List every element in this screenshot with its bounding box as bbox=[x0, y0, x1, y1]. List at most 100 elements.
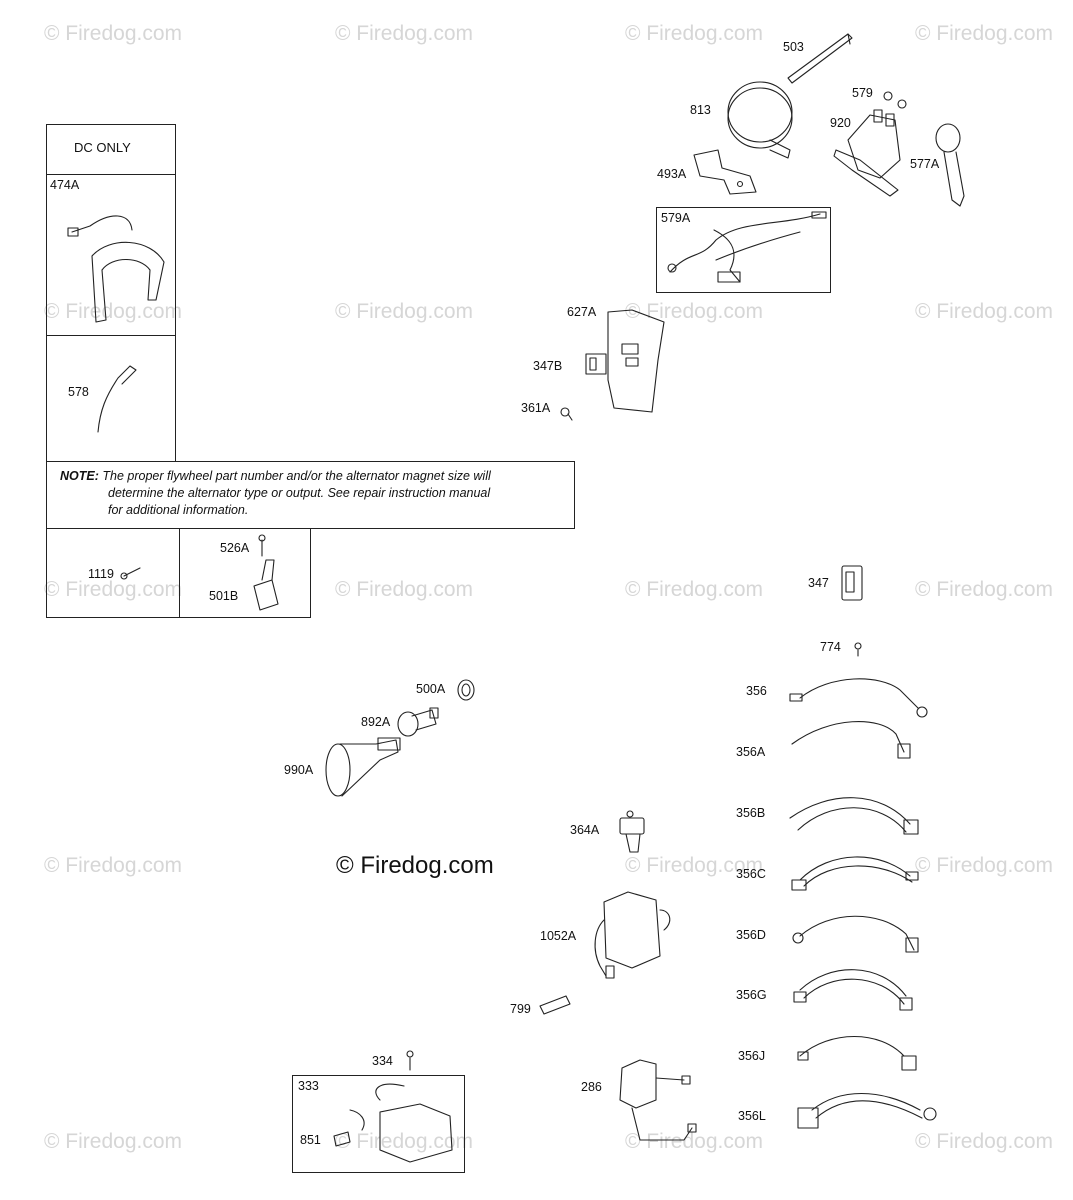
part-label-334: 334 bbox=[372, 1054, 393, 1068]
watermark: © Firedog.com bbox=[335, 578, 474, 601]
part-label-347: 347 bbox=[808, 576, 829, 590]
cable-356c bbox=[791, 856, 919, 891]
part-label-356c: 356C bbox=[736, 867, 766, 881]
watermark: © Firedog.com bbox=[625, 578, 764, 601]
cable-356j bbox=[797, 1035, 917, 1071]
relay-286 bbox=[619, 1059, 697, 1141]
cable-356l bbox=[797, 1092, 937, 1129]
part-label-526a: 526A bbox=[220, 541, 250, 555]
watermark: © Firedog.com bbox=[44, 854, 183, 877]
part-label-892a: 892A bbox=[361, 715, 391, 729]
note-line-2: determine the alternator type or output.… bbox=[108, 486, 491, 500]
watermark: © Firedog.com bbox=[625, 22, 764, 45]
part-label-500a: 500A bbox=[416, 682, 446, 696]
watermark: © Firedog.com bbox=[335, 1130, 474, 1153]
panel-501b bbox=[179, 528, 311, 618]
part-label-356j: 356J bbox=[738, 1049, 766, 1063]
part-label-799: 799 bbox=[510, 1002, 531, 1016]
note-prefix: NOTE: bbox=[60, 469, 99, 483]
screw-334 bbox=[406, 1050, 414, 1071]
part-label-851: 851 bbox=[300, 1133, 321, 1147]
lead-578 bbox=[97, 365, 137, 433]
part-label-356d: 356D bbox=[736, 928, 766, 942]
part-label-356: 356 bbox=[746, 684, 767, 698]
part-label-501b: 501B bbox=[209, 589, 239, 603]
watermark: © Firedog.com bbox=[335, 300, 474, 323]
part-label-579: 579 bbox=[852, 86, 873, 100]
part-label-356g: 356G bbox=[736, 988, 767, 1002]
nut-579 bbox=[883, 91, 907, 109]
solenoid-920 bbox=[833, 109, 901, 197]
part-label-813: 813 bbox=[690, 103, 711, 117]
cable-356a bbox=[791, 721, 911, 759]
bracket-627a bbox=[607, 309, 665, 413]
coil-333-panel bbox=[292, 1075, 465, 1173]
bracket-493a bbox=[693, 149, 757, 195]
part-label-286: 286 bbox=[581, 1080, 602, 1094]
spring-851 bbox=[333, 1131, 351, 1147]
stator-474a bbox=[67, 215, 165, 323]
part-label-361a: 361A bbox=[521, 401, 551, 415]
watermark: © Firedog.com bbox=[44, 1130, 183, 1153]
watermark-center: © Firedog.com bbox=[336, 852, 494, 879]
solenoid-1052a bbox=[594, 891, 671, 979]
watermark: © Firedog.com bbox=[915, 1130, 1054, 1153]
washer-500a bbox=[457, 679, 475, 701]
note-text: NOTE: The proper flywheel part number an… bbox=[60, 468, 572, 519]
watermark: © Firedog.com bbox=[915, 578, 1054, 601]
boot-577a bbox=[935, 123, 965, 207]
part-label-990a: 990A bbox=[284, 763, 314, 777]
switch-347 bbox=[841, 565, 863, 601]
dc-only-title: DC ONLY bbox=[74, 140, 131, 155]
watermark: © Firedog.com bbox=[915, 22, 1054, 45]
part-label-493a: 493A bbox=[657, 167, 687, 181]
part-label-774: 774 bbox=[820, 640, 841, 654]
part-label-474a: 474A bbox=[50, 178, 80, 192]
stator-cell bbox=[46, 174, 176, 336]
part-label-1119: 1119 bbox=[88, 567, 114, 581]
screw-774 bbox=[854, 642, 862, 657]
watermark: © Firedog.com bbox=[625, 854, 764, 877]
harness-579a-panel bbox=[656, 207, 831, 293]
rectifier-501b bbox=[253, 534, 279, 611]
watermark: © Firedog.com bbox=[625, 300, 764, 323]
watermark: © Firedog.com bbox=[44, 578, 183, 601]
part-label-1052a: 1052A bbox=[540, 929, 577, 943]
part-label-577a: 577A bbox=[910, 157, 940, 171]
cable-356g bbox=[793, 969, 913, 1011]
part-label-579a: 579A bbox=[661, 211, 691, 225]
strap-503 bbox=[787, 33, 853, 84]
screw-361a bbox=[560, 407, 573, 421]
horn-990a bbox=[325, 737, 401, 797]
part-label-578: 578 bbox=[68, 385, 89, 399]
part-label-356l: 356L bbox=[738, 1109, 766, 1123]
part-label-920: 920 bbox=[830, 116, 851, 130]
cable-356d bbox=[792, 915, 919, 953]
sensor-364a bbox=[619, 810, 645, 853]
part-label-503: 503 bbox=[783, 40, 804, 54]
part-label-356a: 356A bbox=[736, 745, 766, 759]
fitting-799 bbox=[539, 995, 571, 1015]
clamp-813 bbox=[727, 81, 793, 159]
watermark: © Firedog.com bbox=[915, 854, 1054, 877]
watermark: © Firedog.com bbox=[44, 300, 183, 323]
cable-356b bbox=[789, 797, 919, 835]
watermark: © Firedog.com bbox=[335, 22, 474, 45]
watermark: © Firedog.com bbox=[44, 22, 183, 45]
watermark: © Firedog.com bbox=[915, 300, 1054, 323]
note-line-3: for additional information. bbox=[108, 503, 249, 517]
switch-347b bbox=[585, 353, 607, 375]
harness-579a-drawing bbox=[667, 211, 827, 283]
screw-1119 bbox=[120, 567, 141, 580]
part-label-333: 333 bbox=[298, 1079, 319, 1093]
watermark: © Firedog.com bbox=[625, 1130, 764, 1153]
part-label-356b: 356B bbox=[736, 806, 766, 820]
note-line-1: The proper flywheel part number and/or t… bbox=[102, 469, 491, 483]
part-label-627a: 627A bbox=[567, 305, 597, 319]
cable-356 bbox=[789, 678, 928, 718]
part-label-364a: 364A bbox=[570, 823, 600, 837]
socket-892a bbox=[397, 707, 439, 737]
part-label-347b: 347B bbox=[533, 359, 563, 373]
coil-333 bbox=[349, 1083, 453, 1163]
